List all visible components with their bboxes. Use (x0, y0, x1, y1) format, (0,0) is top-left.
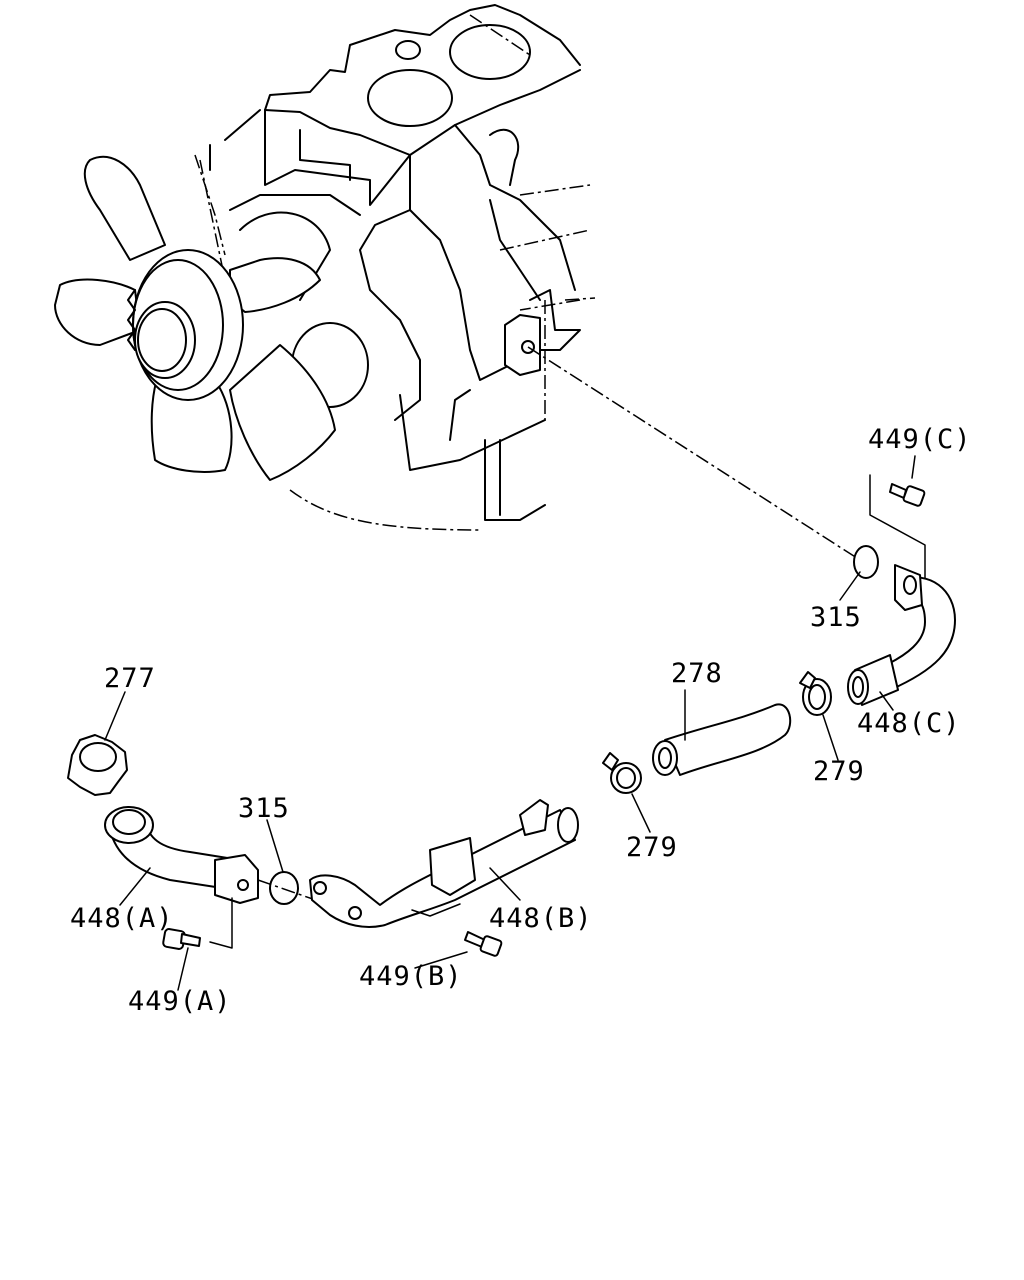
label-315-upper: 315 (810, 602, 862, 633)
bolt-449b (464, 931, 503, 957)
filler-cap-277 (67, 734, 128, 796)
callout-labels: 449(C) 315 278 279 448(C) 277 315 279 44… (70, 424, 972, 1017)
bolt-449a (162, 928, 201, 950)
pipe-448b (309, 799, 579, 928)
callout-leaders (104, 455, 916, 991)
label-449c: 449(C) (868, 424, 972, 455)
label-315-lower: 315 (238, 793, 290, 824)
label-279-lower: 279 (626, 832, 678, 863)
label-448c: 448(C) (857, 708, 961, 739)
label-279-upper: 279 (813, 756, 865, 787)
label-449a: 449(A) (128, 986, 232, 1017)
label-278: 278 (671, 658, 723, 689)
bolt-449c (869, 474, 926, 586)
label-448b: 448(B) (489, 903, 593, 934)
gasket-315-upper (853, 545, 879, 579)
hose-278 (652, 703, 792, 776)
label-448a: 448(A) (70, 903, 174, 934)
engine-block (209, 4, 596, 531)
leader-line-engine-to-gasket (527, 346, 861, 561)
clamp-279-upper (799, 671, 832, 716)
cooling-fan (54, 154, 336, 481)
label-449b: 449(B) (359, 961, 463, 992)
pipe-448a (104, 806, 259, 949)
pipe-448c (847, 564, 956, 706)
clamp-279-lower (602, 752, 642, 794)
label-277: 277 (104, 663, 156, 694)
gasket-315-lower (269, 871, 299, 905)
